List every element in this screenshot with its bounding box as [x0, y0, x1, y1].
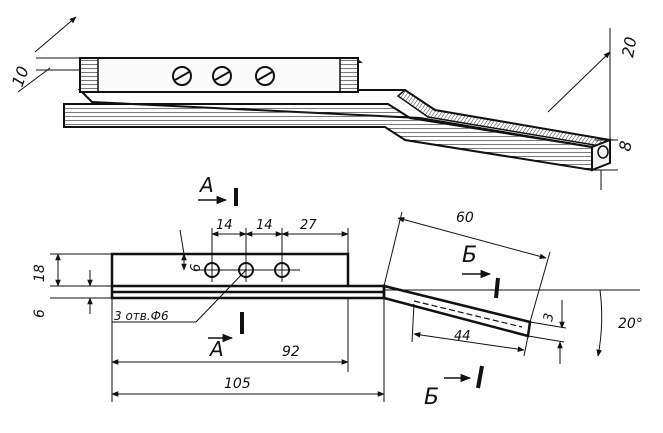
dim-hole-spacing-2: 14 [256, 218, 273, 233]
dim-block-length: 92 [282, 344, 300, 360]
section-b-top-mark [494, 277, 500, 299]
dim-block-height: 18 [32, 264, 48, 282]
dim-iso-end-thickness: 8 [615, 139, 635, 152]
hole-note: 3 отв.Ф6 [114, 309, 169, 323]
iso-screw [212, 66, 232, 86]
dim-iso-width: 20 [618, 35, 640, 58]
section-a-bottom-label: A [208, 337, 224, 361]
iso-bar-front-face [63, 103, 593, 172]
section-b-bottom-label: Б [424, 385, 439, 410]
dim-hole-offset: 6 [189, 264, 204, 272]
dim-bent-length: 60 [456, 210, 474, 226]
iso-end-hole [597, 145, 609, 159]
iso-block-right-face [339, 57, 359, 93]
section-b-bottom-mark [476, 365, 484, 389]
dim-slot-length: 44 [454, 329, 471, 344]
isometric-view: 10 20 8 [8, 16, 640, 190]
dim-strip-offset: 6 [32, 309, 48, 318]
iso-block-left-face [79, 57, 99, 93]
iso-screw [255, 66, 275, 86]
plan-view: 14 14 27 6 18 6 3 отв.Ф6 A A Б Б [32, 173, 643, 410]
dim-hole-spacing-1: 14 [216, 218, 233, 233]
dim-iso-thickness: 10 [8, 64, 33, 90]
dim-hole-to-end: 27 [300, 218, 317, 233]
iso-screw [172, 66, 192, 86]
section-a-top-label: A [198, 173, 214, 197]
section-b-top-label: Б [462, 243, 477, 268]
dim-bend-angle: 20° [618, 316, 643, 332]
dim-total-length: 105 [224, 376, 251, 392]
dim-end-width: 3 [541, 312, 557, 323]
